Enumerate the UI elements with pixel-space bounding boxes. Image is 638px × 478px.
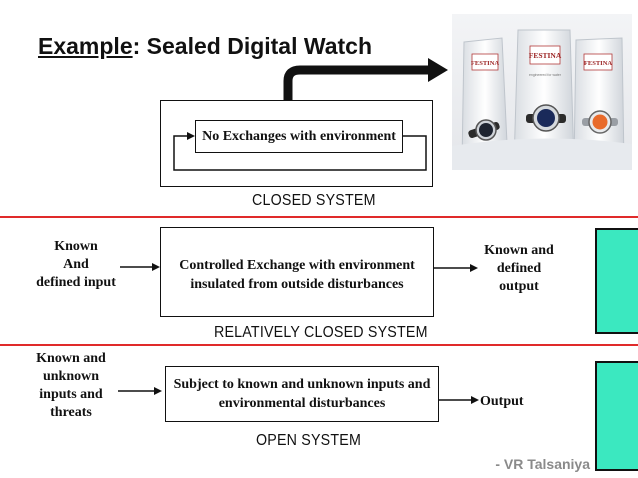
input-line: threats (50, 405, 92, 420)
photo-brand-3: FESTINA (584, 60, 612, 67)
open-box-line-1: Subject to known and unknown inputs and (173, 377, 431, 392)
relatively-closed-input-arrow (120, 263, 160, 271)
closed-system-inner-box: No Exchanges with environment (195, 120, 403, 153)
output-line: Output (480, 394, 524, 409)
open-system-box: Subject to known and unknown inputs and … (165, 366, 439, 422)
input-line: inputs and (39, 387, 103, 402)
sealed-watch-bags-illustration: FESTINA FESTINA FESTINA engineered for w… (452, 29, 632, 170)
relatively-closed-box-line-2: insulated from outside disturbances (190, 277, 404, 292)
title-rest: : Sealed Digital Watch (132, 33, 373, 59)
page-title: Example: Sealed Digital Watch (38, 33, 372, 60)
divider-1 (0, 216, 638, 218)
photo-pointer-arrow (283, 58, 448, 101)
open-box-line-2: environmental disturbances (218, 396, 386, 411)
relatively-closed-box-line-1: Controlled Exchange with environment (179, 258, 415, 273)
open-system-caption: OPEN SYSTEM (256, 432, 362, 449)
open-output-arrow (439, 396, 479, 404)
photo-tagline: engineered for water (529, 73, 562, 77)
relatively-closed-caption: RELATIVELY CLOSED SYSTEM (214, 324, 428, 341)
relatively-closed-output-arrow (434, 264, 478, 272)
input-line: Known and (36, 351, 106, 366)
photo-brand-1: FESTINA (471, 60, 499, 67)
teal-panel-bottom (595, 361, 638, 471)
teal-panel-top (595, 228, 638, 334)
input-line: defined input (36, 275, 116, 290)
author-credit: - VR Talsaniya (495, 456, 590, 472)
output-line: defined output (496, 261, 542, 294)
divider-2 (0, 344, 638, 346)
input-line: unknown (42, 369, 100, 384)
output-line: Known and (484, 243, 554, 258)
photo-brand-2: FESTINA (529, 51, 562, 60)
open-input-arrow (118, 387, 162, 395)
relatively-closed-output-text: Known and defined output (476, 242, 562, 296)
closed-system-inner-text: No Exchanges with environment (202, 129, 396, 144)
closed-system-feedback-loop (173, 132, 427, 171)
relatively-closed-box: Controlled Exchange with environment ins… (160, 227, 434, 317)
open-output-text: Output (480, 393, 526, 411)
watch-product-photo: FESTINA FESTINA FESTINA engineered for w… (452, 14, 632, 170)
relatively-closed-input-text: Known And defined input (30, 238, 122, 292)
title-underlined: Example (38, 33, 133, 59)
open-input-text: Known and unknown inputs and threats (30, 350, 112, 422)
input-line: Known (54, 239, 98, 254)
closed-system-caption: CLOSED SYSTEM (252, 192, 376, 209)
input-line: And (63, 257, 89, 272)
